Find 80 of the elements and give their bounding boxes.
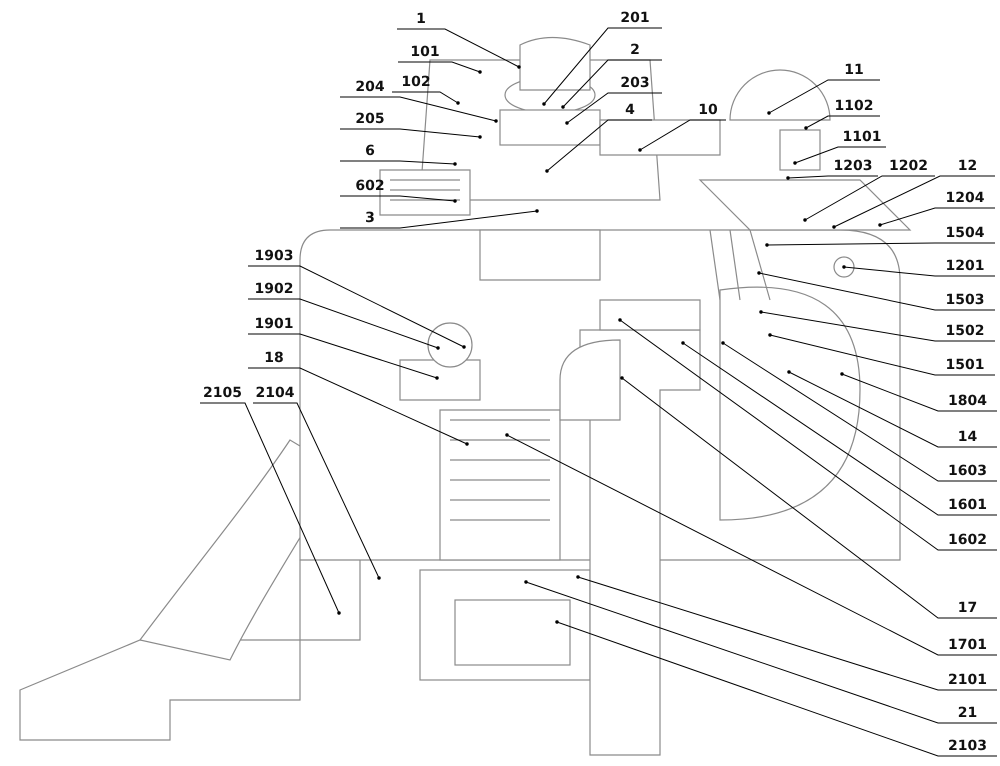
leader-line [248,334,439,380]
leader-line [786,176,878,180]
leader-line [248,298,440,350]
leader-line [200,402,341,615]
leader-line [340,196,457,203]
leader-line [878,208,996,227]
callout-number: 1601 [938,497,997,514]
callout-number: 2101 [938,672,997,689]
callout-number: 1201 [935,258,995,275]
leader-line [248,266,466,349]
leader-line [565,92,662,125]
callout-number: 205 [340,111,400,128]
callout-number: 101 [398,44,452,61]
leader-line [392,92,460,105]
leader-line [505,433,998,656]
leader-line [842,265,996,276]
callout-number: 203 [608,75,662,92]
leader-line [759,310,996,342]
callout-number: 2103 [938,738,997,755]
callout-number: 2105 [200,385,245,402]
callout-number: 1202 [882,158,935,175]
callout-number: 2 [608,42,662,59]
callout-number: 14 [938,429,997,446]
callout-number: 21 [938,705,997,722]
leader-line [555,620,998,756]
callout-number: 1804 [938,393,997,410]
callout-number: 6 [340,143,400,160]
leader-line [340,96,498,123]
callout-number: 1503 [935,292,995,309]
leader-line [803,176,936,222]
callout-number: 1 [397,11,445,28]
leader-line [340,209,539,228]
leader-line [767,80,880,115]
callout-number: 1602 [938,532,997,549]
leader-line [340,160,457,166]
callout-number: 10 [690,102,726,119]
leader-line [524,580,998,724]
callout-number: 1504 [935,225,995,242]
leader-line [396,28,521,69]
callout-number: 1101 [838,129,886,146]
leader-line [576,575,998,690]
leader-line [757,271,996,310]
leader-line [545,120,652,173]
leader-line [768,333,996,376]
callout-number: 17 [938,600,997,617]
callout-number: 1903 [248,248,300,265]
callout-number: 1501 [935,357,995,374]
callout-number: 12 [940,158,995,175]
callout-number: 1603 [938,463,997,480]
callout-number: 3 [340,210,400,227]
callout-number: 11 [828,62,880,79]
leader-line [620,376,998,618]
leader-line [561,60,662,109]
leader-line [398,62,482,74]
callout-number: 2104 [253,385,297,402]
leader-line [252,402,381,580]
callout-number: 1901 [248,316,300,333]
leader-line [618,318,998,550]
leader-line [832,176,996,229]
leader-line [793,146,886,165]
leader-line [340,128,482,139]
leader-line [248,368,469,446]
callout-number: 1102 [828,98,880,115]
callout-number: 602 [340,178,400,195]
callout-number: 201 [608,10,662,27]
callout-number: 4 [608,102,652,119]
leader-line [787,370,998,448]
leader-line [804,116,880,130]
leader-line [681,341,998,516]
callout-number: 1502 [935,323,995,340]
callout-number: 1203 [828,158,878,175]
leader-line [638,120,726,152]
leader-line [840,372,998,412]
leader-line [721,341,998,482]
callout-number: 1701 [938,637,997,654]
leader-line [542,28,662,106]
callout-number: 1204 [935,190,995,207]
callout-number: 18 [248,350,300,367]
callout-number: 1902 [248,281,300,298]
leader-line [765,242,996,247]
